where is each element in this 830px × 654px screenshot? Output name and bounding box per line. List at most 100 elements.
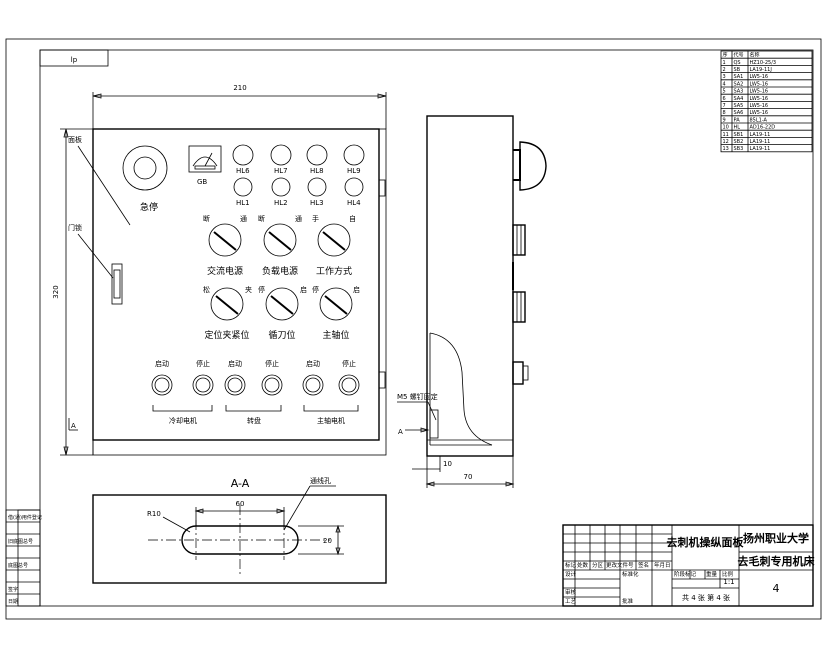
strip-label: 旧底图总号: [8, 538, 33, 545]
selector-mark: 启: [353, 285, 360, 294]
parts-list-cell: SB3: [734, 146, 744, 152]
parts-list-cell: LW5-16: [750, 103, 769, 109]
misc-label: 标准化: [622, 570, 639, 578]
indicator-lamp: [307, 177, 327, 197]
parts-list-cell: QS: [734, 60, 741, 66]
misc-label: 比例: [722, 570, 734, 578]
emergency-stop-button: [122, 145, 168, 191]
selector-switch: [265, 287, 299, 321]
cabinet-body: [92, 128, 387, 456]
parts-list-cell: 6: [723, 96, 726, 102]
parts-list-header: 代号: [734, 52, 744, 59]
section-mark-front: A: [71, 422, 76, 430]
indicator-lamp: [343, 144, 365, 166]
selector-label: 主轴位: [322, 329, 349, 341]
selector-mark: 停: [258, 285, 265, 294]
parts-list-cell: LA19-11: [750, 132, 771, 138]
selector-switch: [263, 223, 297, 257]
parts-list-cell: 2: [723, 67, 726, 73]
indicator-label: HL7: [274, 167, 288, 175]
role-label: 批准: [622, 597, 634, 605]
indicator-lamp: [344, 177, 364, 197]
side-cutaway: [429, 332, 493, 446]
revision-strip: 借(通)用件登记 旧底图总号 底图总号 签字 日期: [5, 509, 42, 607]
indicator-label: HL1: [236, 199, 250, 207]
sheet-number: 4: [773, 582, 780, 595]
drawing-name: 去刺机操纵面板: [667, 535, 745, 549]
parts-list-cell: 8: [723, 110, 726, 116]
selector-mark: 通: [240, 214, 247, 223]
push-button-row: 启动 停止 启动 停止 启动 停止 冷却电机 转盘 主轴电机: [151, 359, 360, 425]
indicator-label: HL2: [274, 199, 288, 207]
button-label: 启动: [155, 359, 169, 368]
push-button: [192, 374, 214, 396]
push-button: [224, 374, 246, 396]
parts-list-cell: PA: [734, 117, 741, 123]
section-view: A-A 60 R10 20 通线孔: [92, 476, 387, 584]
parts-list-cell: AD16-22D: [750, 125, 776, 131]
selector-label: 工作方式: [316, 265, 352, 277]
parts-list-cell: HL: [734, 125, 741, 131]
parts-list-cell: SB: [734, 67, 741, 73]
school-name: 扬州职业大学: [743, 531, 809, 545]
door-callout: 门锁: [68, 223, 82, 232]
panel-outline: [92, 128, 380, 441]
indicator-label: HL3: [310, 199, 324, 207]
parts-list-cell: 7: [723, 103, 726, 109]
parts-list-cell: SB2: [734, 139, 744, 145]
selector-row-1: 断 通 断 通 手 自 交流电源 负载电源 工作方式: [203, 214, 356, 277]
section-title: A-A: [231, 477, 250, 490]
side-note: M5 螺钉固定: [397, 392, 438, 401]
hinge-top: [378, 179, 386, 197]
strip-label: 签字: [8, 586, 18, 593]
selector-mark: 断: [258, 214, 265, 223]
indicator-label: HL8: [310, 167, 324, 175]
selector-mark: 通: [295, 214, 302, 223]
row-label: 分区: [592, 561, 604, 569]
parts-list-cell: SB1: [734, 132, 744, 138]
selector-label: 负载电源: [262, 265, 298, 277]
push-button: [302, 374, 324, 396]
wiring-slot: [181, 525, 299, 555]
indicator-row-1: [232, 144, 365, 166]
parts-list-cell: LA19-11: [750, 139, 771, 145]
drawing-frame: [39, 49, 814, 607]
slot-length-dimension: 60: [236, 500, 245, 508]
hinge-bottom: [378, 371, 386, 389]
width-dimension: 210: [233, 84, 246, 92]
parts-list-cell: SA4: [734, 96, 744, 102]
sheet-count: 共 4 张 第 4 张: [682, 593, 730, 602]
selector-mark: 断: [203, 214, 210, 223]
strip-label: 借(通)用件登记: [8, 514, 42, 521]
row-label: 签名: [638, 561, 649, 569]
parts-list-header: 序: [723, 52, 728, 59]
parts-list-cell: SA2: [734, 81, 744, 87]
height-dimension: 320: [52, 285, 60, 298]
corner-label-box: [39, 49, 109, 67]
parts-list-cell: 10: [723, 125, 729, 131]
indicator-lamp: [271, 177, 291, 197]
knob-profile: [512, 291, 526, 323]
scale-value: 1:1: [723, 578, 734, 586]
button-label: 停止: [265, 359, 279, 368]
role-label: 设计: [565, 570, 577, 578]
misc-label: 重量: [706, 570, 718, 578]
role-label: 审核: [565, 588, 577, 596]
indicator-label: HL6: [236, 167, 250, 175]
button-label: 停止: [342, 359, 356, 368]
selector-label: 循刀位: [268, 329, 295, 341]
parts-list-cell: 9: [723, 117, 726, 123]
parts-list-header: 名称: [750, 52, 760, 59]
push-button: [338, 374, 360, 396]
machine-name: 去毛刺专用机床: [738, 554, 816, 568]
panel-callout: 面板: [68, 135, 82, 144]
parts-list-cell: LA19-11J: [750, 67, 772, 73]
ammeter: [188, 145, 222, 173]
section-mark-side: A: [398, 428, 403, 436]
strip-label: 底图总号: [8, 562, 28, 569]
role-label: 工艺: [565, 598, 577, 605]
parts-list-cell: LW5-16: [750, 89, 769, 95]
parts-list-cell: 13: [723, 146, 729, 152]
button-label: 停止: [196, 359, 210, 368]
